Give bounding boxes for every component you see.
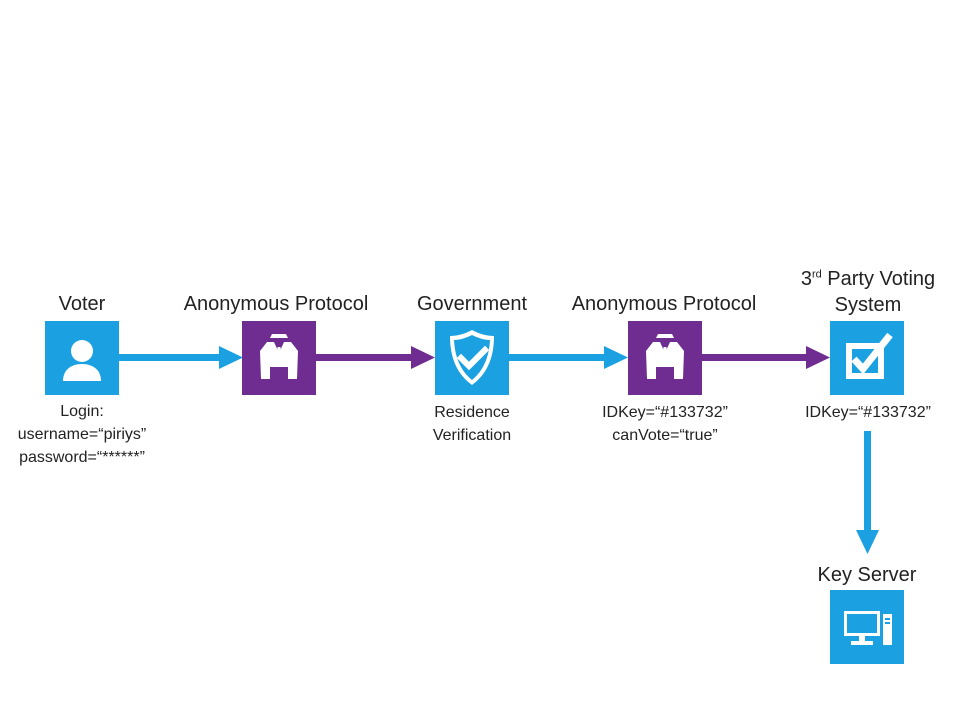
- voting-caption: IDKey=“#133732”: [790, 401, 946, 424]
- voting-caption-line: IDKey=“#133732”: [805, 404, 931, 421]
- voting-title: 3rd Party Voting System: [788, 266, 948, 318]
- checkbox-icon: [846, 332, 893, 379]
- government-caption-line: Residence: [434, 404, 510, 421]
- voting-title-sup: rd: [811, 268, 822, 281]
- arrow-voting-to-keyserver: [856, 431, 879, 554]
- government-title: Government: [416, 293, 528, 315]
- government-caption: Residence Verification: [412, 401, 532, 447]
- anonymous-suit-icon: [260, 334, 298, 379]
- voter-caption-line: Login:: [60, 403, 104, 420]
- voter-caption-line: username=“piriys”: [17, 426, 147, 443]
- keyserver-title: Key Server: [817, 564, 917, 586]
- voting-title-prefix: 3: [800, 268, 812, 290]
- voting-title-line1: Party Voting: [821, 268, 936, 290]
- voter-node: [45, 321, 119, 395]
- government-caption-line: Verification: [432, 427, 512, 444]
- arrow-government-to-anon2: [509, 346, 628, 369]
- computer-icon: [844, 611, 892, 645]
- voter-caption: Login: username=“piriys” password=“*****…: [2, 400, 162, 469]
- anon1-node: [242, 321, 316, 395]
- arrow-anon1-to-government: [316, 346, 435, 369]
- voter-title: Voter: [58, 293, 106, 315]
- anon2-caption-line: IDKey=“#133732”: [602, 404, 728, 421]
- anonymous-suit-icon: [646, 334, 684, 379]
- shield-check-icon: [450, 330, 494, 385]
- voting-node: [830, 321, 904, 395]
- voter-caption-line: password=“******”: [19, 449, 145, 466]
- person-icon: [63, 340, 101, 381]
- anon2-title: Anonymous Protocol: [571, 293, 757, 315]
- anon1-title: Anonymous Protocol: [183, 293, 369, 315]
- arrow-voter-to-anon1: [119, 346, 243, 369]
- government-node: [435, 321, 509, 395]
- arrow-anon2-to-voting: [702, 346, 830, 369]
- anon2-caption-line: canVote=“true”: [612, 427, 718, 444]
- anon2-caption: IDKey=“#133732” canVote=“true”: [580, 401, 750, 447]
- anon2-node: [628, 321, 702, 395]
- voting-title-line2: System: [834, 294, 902, 316]
- keyserver-node: [830, 590, 904, 664]
